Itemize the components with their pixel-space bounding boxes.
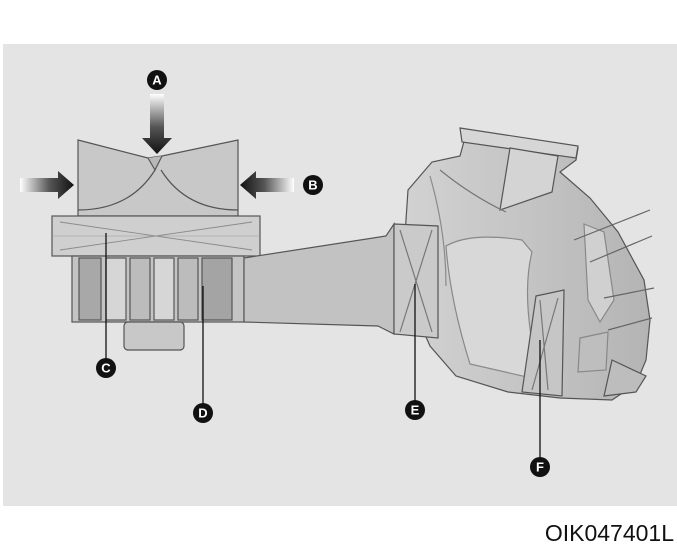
top-outlet [459,127,579,159]
callout-f: F [530,457,550,477]
callout-c: C [96,358,116,378]
arrow-left-inflow-icon [20,171,74,199]
intake-hood-curve-left [77,169,156,211]
figure-code: OIK047401L [544,520,674,546]
leader-lines [105,233,541,460]
svg-text:B: B [308,178,317,193]
callout-a: A [147,70,167,90]
blower-unit [51,139,261,351]
blower-motor [123,321,185,351]
svg-text:A: A [152,73,162,88]
evaporator-core [393,223,439,339]
hvac-case [403,127,655,401]
svg-text:F: F [536,460,544,475]
svg-text:E: E [411,403,420,418]
arrow-a-down-icon [142,94,172,154]
heater-core [521,289,565,397]
arrow-b-inflow-icon [240,171,294,199]
intake-hood-curve-right [160,169,239,211]
callout-b: B [303,175,323,195]
callout-d: D [193,403,213,423]
svg-text:C: C [101,361,111,376]
callout-e: E [405,400,425,420]
svg-text:D: D [198,406,207,421]
